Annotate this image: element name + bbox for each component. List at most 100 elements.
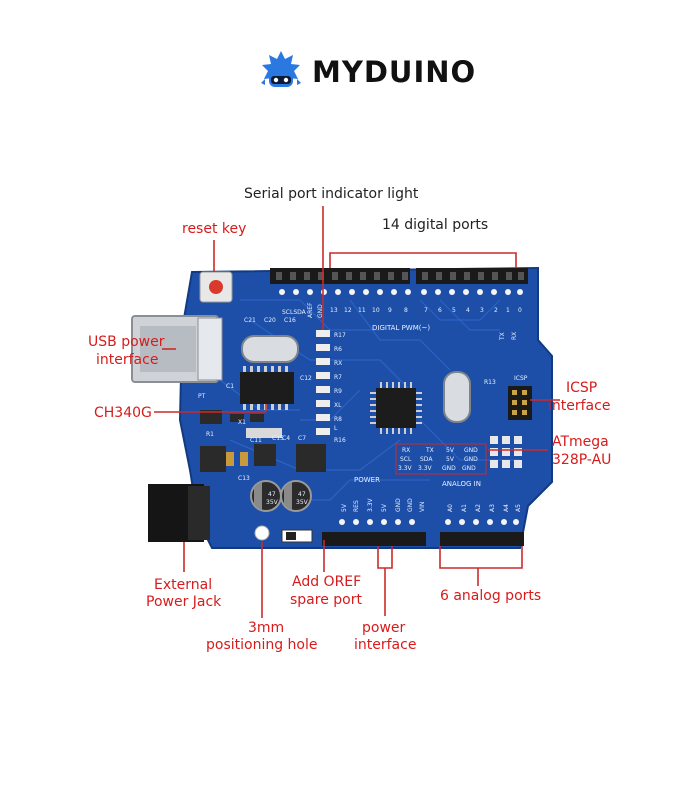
pin-label: GND — [395, 498, 402, 512]
silk-analog-in: ANALOG IN — [442, 480, 481, 488]
pin-label: A5 — [515, 504, 522, 512]
pin-label: 8 — [404, 307, 408, 314]
atmega-chip — [370, 382, 422, 434]
smd-components — [200, 410, 326, 472]
pin-label: 3.3V — [367, 497, 374, 512]
label-digital-ports: 14 digital ports — [382, 217, 488, 233]
label-add-oref: Add OREF — [292, 574, 361, 590]
silk-digital-pwm: DIGITAL PWM(~) — [372, 324, 430, 332]
analog-header — [440, 532, 524, 546]
silk-rx: RX — [511, 332, 518, 340]
silk-cap: C13 — [238, 475, 250, 482]
silk-resistor: R9 — [334, 388, 342, 395]
pin-label: A0 — [447, 504, 454, 512]
silk-cap: C1 — [226, 383, 234, 390]
silk-digital-pin-labels: 13 12 11 10 9 8 7 6 5 4 3 2 1 0 — [330, 307, 522, 314]
leader-lines — [154, 206, 560, 618]
label-atmega-model: 328P-AU — [552, 452, 611, 468]
silk-resistor: R8 — [334, 416, 342, 423]
silk-hdr: GND — [464, 456, 478, 463]
header-pin-grid — [395, 436, 522, 475]
silk-resistor: RX — [334, 360, 342, 367]
analog-pin-labels: A0 A1 A2 A3 A4 A5 — [447, 504, 522, 512]
pin-label: A4 — [503, 504, 510, 512]
silk-hdr: GND — [464, 447, 478, 454]
header-pin-dots — [279, 289, 523, 295]
electrolytic-capacitor — [250, 480, 282, 512]
silk-resistor: R17 — [334, 332, 346, 339]
silk-hdr: GND — [462, 465, 476, 472]
silk-cap: C15 — [272, 435, 284, 442]
pin-label: 3 — [480, 307, 484, 314]
blue-crown-mascot-icon — [261, 51, 301, 87]
silk-power: POWER — [354, 476, 380, 484]
silk-cap: C16 — [284, 317, 296, 324]
silk-cap: C12 — [300, 375, 312, 382]
oref-spare-pad — [286, 532, 296, 540]
ch340g-chip — [240, 366, 294, 410]
power-pin-labels: 5V RES 3.3V 5V GND GND VIN — [341, 497, 426, 512]
pin-label: 1 — [506, 307, 510, 314]
silk-resistor: R16 — [334, 437, 346, 444]
label-analog-ports: 6 analog ports — [440, 588, 541, 604]
label-usb-interface: interface — [96, 352, 158, 368]
indicator-led-column — [316, 330, 330, 435]
cap-value: 47 — [268, 491, 276, 498]
power-header — [322, 532, 426, 546]
silk-resistor: L — [334, 425, 338, 432]
label-power-interface: interface — [354, 637, 416, 653]
silk-gnd: GND — [317, 304, 324, 318]
reset-button — [199, 271, 233, 303]
silk-cap: C4 — [282, 435, 290, 442]
label-3mm: 3mm — [248, 620, 284, 636]
pin-label: 13 — [330, 307, 338, 314]
silk-hdr: RX — [402, 447, 410, 454]
pin-label: 5V — [341, 503, 348, 512]
bottom-pin-dots — [339, 519, 519, 525]
label-positioning-hole: positioning hole — [206, 637, 318, 653]
label-power: power — [362, 620, 406, 636]
pin-label: 6 — [438, 307, 442, 314]
pin-label: A1 — [461, 504, 468, 512]
cap-value: 47 — [298, 491, 306, 498]
pin-label: 12 — [344, 307, 352, 314]
silk-aref: AREF — [307, 302, 314, 318]
silk-cap: C7 — [298, 435, 306, 442]
silk-hdr: 5V — [446, 447, 455, 454]
pin-label: VIN — [419, 502, 426, 512]
brand-name: MYDUINO — [312, 55, 477, 89]
pin-label: 4 — [466, 307, 470, 314]
pin-label: 11 — [358, 307, 366, 314]
silk-resistor: R7 — [334, 374, 342, 381]
pin-label: 7 — [424, 307, 428, 314]
silk-tx: TX — [499, 332, 506, 341]
label-spare-port: spare port — [290, 592, 362, 608]
silk-hdr: 3.3V — [418, 465, 433, 472]
silk-hdr: TX — [425, 447, 434, 454]
pin-label: A3 — [489, 504, 496, 512]
brand-header: MYDUINO — [258, 42, 476, 102]
pin-label: GND — [407, 498, 414, 512]
label-power-jack: Power Jack — [146, 594, 222, 610]
pin-label: RES — [353, 500, 360, 512]
silk-r1: R1 — [206, 431, 214, 438]
electrolytic-capacitor — [280, 480, 312, 512]
pin-label: 10 — [372, 307, 380, 314]
cap-voltage: 35V — [266, 499, 279, 506]
silk-resistor: R6 — [334, 346, 342, 353]
label-icsp-interface: interface — [548, 398, 610, 414]
pin-label: 5V — [381, 503, 388, 512]
silk-cap: C21 — [244, 317, 256, 324]
silk-x1: X1 — [238, 419, 246, 426]
silk-hdr: SDA — [420, 456, 433, 463]
label-atmega: ATmega — [552, 434, 609, 450]
silk-icsp: ICSP — [514, 375, 528, 382]
digital-header-left — [270, 268, 410, 284]
silk-cap: C11 — [250, 437, 262, 444]
cap-voltage: 35V — [296, 499, 309, 506]
pin-label: 0 — [518, 307, 522, 314]
dc-power-jack — [148, 484, 210, 542]
silk-cap: C20 — [264, 317, 276, 324]
pin-label: 9 — [388, 307, 392, 314]
